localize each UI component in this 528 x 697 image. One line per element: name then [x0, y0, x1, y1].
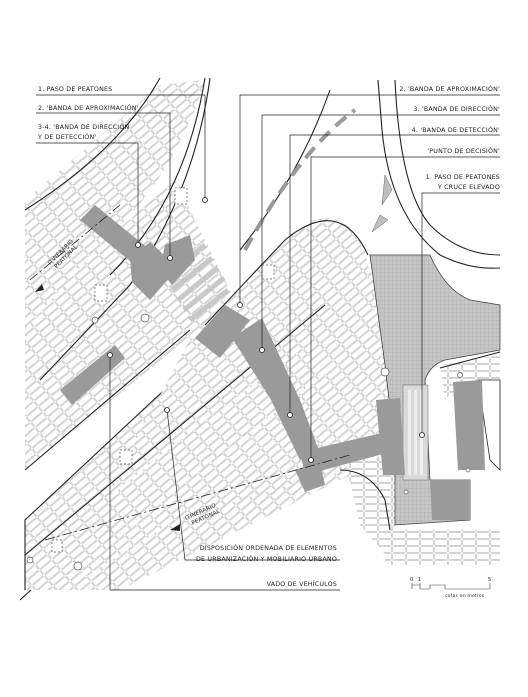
label-punto-decision: 'PUNTO DE DECISIÓN': [427, 146, 500, 155]
scale-tick-1: 1: [418, 577, 421, 583]
label-disposicion-1: DISPOSICIÓN ORDENADA DE ELEMENTOS: [200, 543, 337, 552]
pedestrian-routes: [29, 108, 357, 541]
arrow-down-icon: [371, 214, 389, 233]
label-banda-deteccion: 4. 'BANDA DE DETECCIÓN': [412, 125, 500, 134]
label-paso-peatones: 1. PASO DE PEATONES: [38, 86, 112, 93]
leader-lines: [36, 94, 500, 591]
direction-band-island: [232, 318, 318, 460]
crossing-band-right: [453, 380, 485, 470]
label-banda-aproximacion-right: 2. 'BANDA DE APROXIMACIÓN': [399, 84, 500, 93]
scale-bar: 0 1 5 cotas en metros: [410, 577, 491, 599]
label-paso-cruce-1: 1. PASO DE PEATONES: [426, 174, 500, 181]
label-banda-dir-det-1: 3-4. 'BANDA DE DIRECCIÓN: [38, 122, 129, 131]
band-lower-left: [60, 345, 125, 405]
itinerary-arrow-upper-icon: [35, 284, 44, 292]
label-paso-cruce-2: Y CRUCE ELEVADO: [437, 184, 500, 191]
itinerary-arrow-lower-icon: [170, 524, 180, 531]
label-banda-dir-det-2: Y DE DETECCIÓN': [37, 132, 96, 141]
label-banda-aproximacion-left: 2. 'BANDA DE APROXIMACIÓN': [38, 103, 139, 112]
label-vado: VADO DE VEHÍCULOS: [267, 579, 337, 588]
detection-band-island: [300, 430, 398, 475]
labels: 1. PASO DE PEATONES 2. 'BANDA DE APROXIM…: [35, 84, 500, 588]
arrow-up-icon: [381, 174, 393, 206]
scale-caption: cotas en metros: [445, 593, 485, 599]
detection-band-upper: [160, 235, 195, 285]
approach-band-island: [195, 305, 250, 358]
label-banda-direccion: 3. 'BANDA DE DIRECCIÓN': [413, 104, 500, 113]
traffic-arrows: [371, 174, 393, 233]
crosswalk-stripes: [158, 243, 230, 322]
crossing-band-bottom: [430, 480, 470, 520]
crossing-band-left: [376, 398, 405, 475]
direction-band-upper: [130, 242, 178, 300]
scale-tick-0: 0: [410, 577, 413, 583]
detection-band-bottom: [295, 462, 325, 492]
tactile-paving: [60, 205, 485, 520]
approach-band-upper: [80, 205, 150, 265]
street-furniture: [26, 187, 471, 571]
lower-right-pavement: [339, 455, 500, 565]
label-disposicion-2: DE URBANIZACIÓN Y MOBILIARIO URBANO: [196, 554, 337, 563]
scale-tick-5: 5: [488, 577, 491, 583]
